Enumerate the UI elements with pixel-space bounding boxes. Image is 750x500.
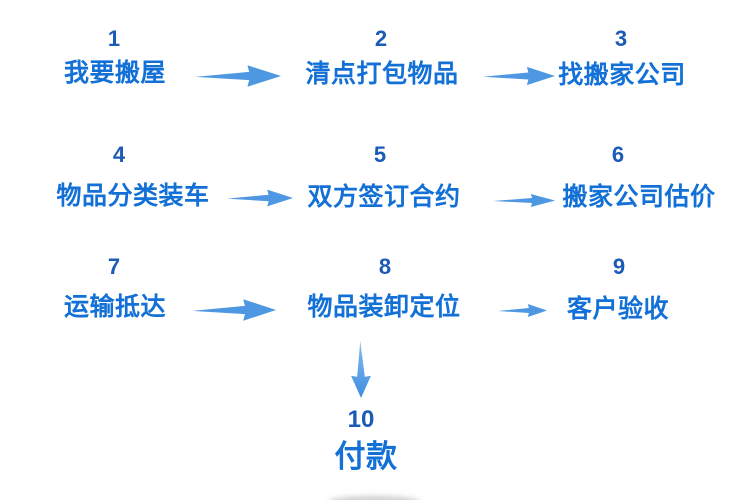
step-9-label: 客户验收 bbox=[566, 295, 670, 323]
step-1-number: 1 bbox=[107, 26, 121, 51]
step-8-label: 物品装卸定位 bbox=[307, 293, 461, 321]
step-4-number: 4 bbox=[112, 142, 126, 167]
arrow-right-icon-2-3 bbox=[483, 64, 555, 88]
arrow-right-icon-1-2 bbox=[195, 62, 281, 90]
step-2-label: 清点打包物品 bbox=[305, 60, 459, 88]
step-3-label: 找搬家公司 bbox=[558, 61, 686, 89]
step-6-number: 6 bbox=[611, 142, 625, 167]
step-7-label: 运输抵达 bbox=[63, 293, 167, 321]
step-3-number: 3 bbox=[614, 26, 628, 51]
arrow-right-icon-5-6 bbox=[493, 192, 555, 209]
step-2-number: 2 bbox=[374, 26, 388, 51]
step-10-number: 10 bbox=[347, 406, 375, 433]
step-5-label: 双方签订合约 bbox=[307, 183, 461, 211]
arrow-right-icon-7-8 bbox=[192, 296, 276, 324]
arrow-down-icon-8-10 bbox=[348, 341, 374, 398]
step-4-label: 物品分类装车 bbox=[56, 182, 210, 210]
cropped-bottom-artifact bbox=[328, 496, 420, 500]
step-5-number: 5 bbox=[373, 142, 387, 167]
step-9-number: 9 bbox=[612, 254, 626, 279]
step-10-label: 付款 bbox=[334, 439, 398, 474]
arrow-right-icon-8-9 bbox=[498, 302, 547, 319]
step-8-number: 8 bbox=[378, 254, 392, 279]
arrow-right-icon-4-5 bbox=[227, 187, 293, 209]
step-1-label: 我要搬屋 bbox=[63, 59, 167, 87]
step-6-label: 搬家公司估价 bbox=[562, 183, 716, 211]
step-7-number: 7 bbox=[107, 254, 121, 279]
